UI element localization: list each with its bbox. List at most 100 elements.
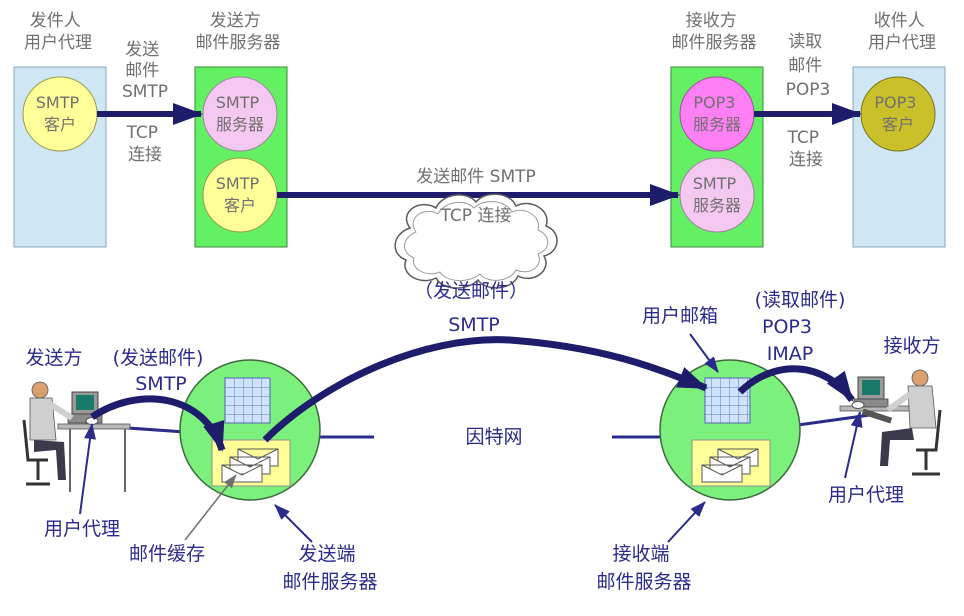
smtp-client-circle-1: [22, 76, 98, 152]
receiver-monitor-screen: [862, 380, 880, 395]
recv-server-line1: 接收端: [612, 543, 669, 565]
send-server-line1: 发送端: [298, 543, 355, 565]
top-section: 发件人 用户代理 SMTP 客户 发送方 邮件服务器 SMTP 服务器: [13, 11, 946, 248]
receiver-server-title: 接收方 邮件服务器: [672, 11, 757, 53]
mail-cache-label: 邮件缓存: [129, 543, 205, 565]
sender-label: 发送方: [25, 347, 82, 369]
receiver-label: 接收方: [883, 335, 940, 357]
pointer-ua-right: [844, 411, 863, 479]
right-read-line3: POP3: [786, 80, 831, 100]
read-mail-line3: IMAP: [767, 343, 813, 365]
sender-ua-title: 发件人 用户代理: [24, 11, 92, 53]
pop3-client-line1: POP3: [874, 93, 916, 112]
sender-chair: [22, 419, 50, 486]
pointer-ua-left: [79, 423, 96, 515]
sender-user-agent: 发件人 用户代理 SMTP 客户: [13, 11, 107, 248]
receiver-chair: [912, 409, 942, 476]
recv-server-label: 接收端 邮件服务器: [596, 543, 691, 593]
bottom-section: 发送方 (发送邮件) SMTP （发送邮件） SMTP 用户邮箱 (读取邮件) …: [22, 280, 942, 593]
send-mail-label: (发送邮件) SMTP: [113, 347, 210, 395]
mailbox-label: 用户邮箱: [642, 305, 718, 327]
pop3-client-circle: [860, 76, 936, 152]
ua-right-label: 用户代理: [828, 484, 904, 506]
pop3-server-label: POP3 服务器: [693, 93, 741, 134]
sender-mouse: [85, 417, 99, 425]
pointer-mail-cache: [184, 474, 237, 541]
receiving-mail-server: [659, 359, 801, 501]
receiver-server-title-line2: 邮件服务器: [672, 33, 757, 53]
recv-server-line2: 邮件服务器: [596, 571, 691, 593]
right-read-label: 读取 邮件 POP3: [786, 32, 831, 100]
sender-person-icon: [22, 381, 131, 492]
pointer-send-server: [274, 504, 313, 543]
smtp-client-circle-2: [202, 157, 278, 233]
read-mail-line1: (读取邮件): [755, 289, 846, 311]
arrow-user-to-cache: [90, 395, 226, 452]
receiver-user-agent: 收件人 用户代理 POP3 客户: [852, 11, 946, 248]
smtp-server-line1: SMTP: [216, 93, 260, 112]
left-send-label: 发送 邮件 SMTP: [122, 40, 168, 102]
internet-cloud: TCP 连接: [394, 193, 558, 289]
smtp-server-label-2: SMTP 服务器: [693, 174, 741, 215]
right-read-line1: 读取: [788, 32, 822, 52]
ua-left-label: 用户代理: [44, 518, 120, 540]
receiver-arm: [886, 391, 912, 413]
right-tcp-line2: 连接: [789, 150, 823, 170]
sender-server-title: 发送方 邮件服务器: [196, 11, 281, 53]
smtp-server-circle-2: [679, 157, 755, 233]
cloud-shape: [394, 193, 558, 289]
receiver-mouse: [851, 401, 865, 409]
receiver-keyboard: [861, 408, 893, 424]
sending-mail-server: [179, 359, 321, 501]
receiver-ua-title-line1: 收件人: [874, 11, 925, 31]
receiver-ua-title: 收件人 用户代理: [868, 11, 936, 53]
sender-arm: [48, 401, 74, 421]
receiving-envelopes: [701, 448, 759, 483]
receiver-person-icon: [839, 369, 942, 476]
sender-head: [31, 381, 49, 399]
left-tcp-line1: TCP: [126, 123, 159, 143]
left-send-line3: SMTP: [122, 82, 168, 102]
smtp-client-2-line2: 客户: [224, 196, 256, 215]
sender-ua-title-line2: 用户代理: [24, 33, 92, 53]
pointer-mailbox: [689, 333, 719, 373]
left-send-line1: 发送: [125, 40, 159, 60]
receiver-head: [911, 369, 929, 387]
right-tcp-line1: TCP: [787, 128, 820, 148]
pop3-server-line1: POP3: [693, 93, 735, 112]
pop3-client-label: POP3 客户: [874, 93, 921, 134]
sender-ua-title-line1: 发件人: [30, 11, 81, 31]
pop3-client-line2: 客户: [882, 115, 914, 134]
sender-legs: [34, 440, 66, 480]
smtp-server-2-line1: SMTP: [693, 174, 737, 193]
sender-server-title-line2: 邮件服务器: [196, 33, 281, 53]
cloud-send-line1: （发送邮件）: [414, 280, 528, 302]
receiver-mail-server: 接收方 邮件服务器 POP3 服务器 SMTP 服务器: [670, 11, 764, 248]
read-mail-line2: POP3: [762, 316, 812, 338]
sender-mail-server: 发送方 邮件服务器 SMTP 服务器 SMTP 客户: [194, 11, 288, 248]
left-send-line2: 邮件: [125, 61, 159, 81]
receiver-ua-title-line2: 用户代理: [868, 33, 936, 53]
receiver-server-title-line1: 接收方: [686, 11, 737, 31]
pointer-recv-server: [667, 501, 706, 543]
sender-body: [29, 397, 57, 441]
right-tcp-label: TCP 连接: [787, 128, 825, 170]
smtp-client-2-line1: SMTP: [216, 174, 260, 193]
cloud-send-label: （发送邮件） SMTP: [414, 280, 534, 336]
sender-monitor-screen: [76, 395, 94, 410]
pop3-server-circle: [679, 76, 755, 152]
smtp-server-2-line2: 服务器: [693, 196, 741, 215]
receiver-legs: [880, 428, 914, 466]
envelope: [701, 464, 743, 483]
smtp-server-line2: 服务器: [216, 115, 264, 134]
read-mail-label: (读取邮件) POP3 IMAP: [755, 289, 852, 365]
sender-server-title-line1: 发送方: [210, 11, 261, 31]
smtp-client-1-line1: SMTP: [36, 93, 80, 112]
arrow-mailbox-to-user: [737, 365, 855, 403]
left-tcp-label: TCP 连接: [126, 123, 164, 165]
cloud-send-line2: SMTP: [448, 314, 500, 336]
smtp-server-circle: [202, 76, 278, 152]
sending-mailbox-grid: [224, 377, 271, 424]
